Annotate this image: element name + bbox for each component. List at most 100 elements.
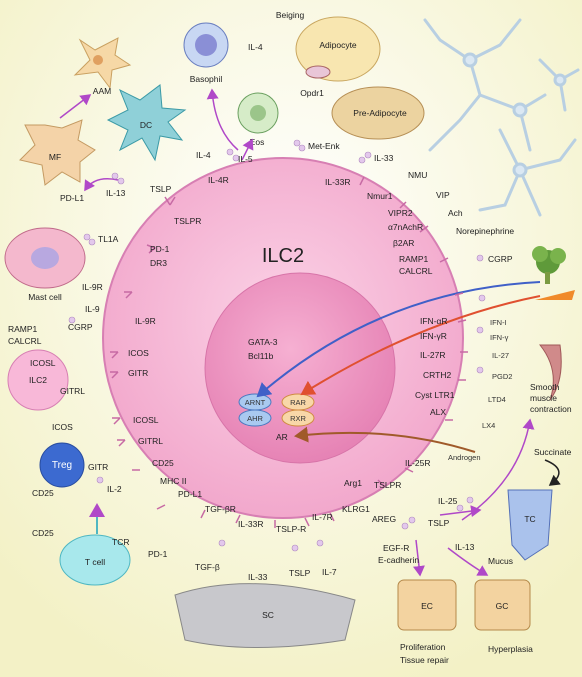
ahr-receptor bbox=[238, 409, 272, 427]
tgfbr-label: TGF-βR bbox=[205, 504, 236, 514]
cd25-tcell-label: CD25 bbox=[32, 528, 54, 538]
succinate-label: Succinate bbox=[534, 447, 572, 457]
small-ilc2-label: ILC2 bbox=[29, 375, 47, 385]
il2-label: IL-2 bbox=[107, 484, 122, 494]
vip-label: VIP bbox=[436, 190, 450, 200]
mf-to-aam-arrow bbox=[59, 94, 92, 119]
ltd4-label: LTD4 bbox=[488, 395, 506, 404]
il4r-label: IL-4R bbox=[208, 175, 229, 185]
rxr-label: RXR bbox=[290, 414, 306, 423]
treg-cell bbox=[39, 442, 85, 488]
calcrl-left-label: CALCRL bbox=[8, 336, 42, 346]
egfr-label: EGF-R bbox=[383, 543, 409, 553]
bcl11b-label: Bcl11b bbox=[248, 351, 274, 361]
tslpr-label: TSLPR bbox=[174, 216, 201, 226]
tcr-label: TCR bbox=[112, 537, 129, 547]
calcrl-label: CALCRL bbox=[399, 266, 433, 276]
cystltr1-label: Cyst LTR1 bbox=[415, 390, 455, 400]
adipocyte-nucleus bbox=[305, 65, 331, 79]
areg-to-ec-arrow bbox=[413, 539, 425, 577]
cd25-label: CD25 bbox=[152, 458, 174, 468]
il4-label: IL-4 bbox=[196, 150, 211, 160]
il4-to-basophil-arrow bbox=[206, 88, 239, 151]
sc-cell bbox=[174, 583, 356, 648]
a7nachr-label: α7nAchR bbox=[388, 222, 423, 232]
basophil-label: Basophil bbox=[190, 74, 223, 84]
gitrl-label: GITRL bbox=[138, 436, 163, 446]
small-ilc2-cell bbox=[7, 349, 69, 411]
il13-left-label: IL-13 bbox=[106, 188, 126, 198]
il27r-label: IL-27R bbox=[420, 350, 446, 360]
cd25-treg-label: CD25 bbox=[32, 488, 54, 498]
adipocyte-label: Adipocyte bbox=[319, 40, 357, 50]
areg-label: AREG bbox=[372, 514, 396, 524]
norepinephrine-label: Norepinephrine bbox=[456, 226, 514, 236]
pd1-label: PD-1 bbox=[150, 244, 170, 254]
icosl-label: ICOSL bbox=[133, 415, 159, 425]
tslp-right-label: TSLP bbox=[428, 518, 450, 528]
nmur1-label: Nmur1 bbox=[367, 191, 393, 201]
icos-treg-label: ICOS bbox=[52, 422, 73, 432]
il25-label: IL-25 bbox=[438, 496, 458, 506]
b2ar-label: β2AR bbox=[393, 238, 414, 248]
sc-label: SC bbox=[262, 610, 274, 620]
alx-label: ALX bbox=[430, 407, 446, 417]
nmu-label: NMU bbox=[408, 170, 427, 180]
adipocyte-cell bbox=[295, 16, 381, 82]
tgfb-label: TGF-β bbox=[195, 562, 220, 572]
il5-label: IL-5 bbox=[238, 154, 253, 164]
t-cell-label: T cell bbox=[85, 557, 105, 567]
arg1-label: Arg1 bbox=[344, 478, 362, 488]
ilc2-nucleus bbox=[204, 272, 396, 464]
smooth-muscle-icon bbox=[538, 344, 562, 401]
smooth-label: Smooth bbox=[530, 382, 560, 392]
mhc2-label: MHC II bbox=[160, 476, 186, 486]
ifn-i-label: IFN-I bbox=[490, 318, 507, 327]
mast-cell-label: Mast cell bbox=[28, 292, 62, 302]
dc-cell bbox=[106, 84, 187, 162]
contraction-label: contraction bbox=[530, 404, 572, 414]
il13-right-label: IL-13 bbox=[455, 542, 475, 552]
ahr-label: AHR bbox=[247, 414, 263, 423]
tc-cell bbox=[507, 489, 553, 561]
vipr2-label: VIPR2 bbox=[388, 208, 413, 218]
aam-label: AAM bbox=[93, 86, 111, 96]
lx4-label: LX4 bbox=[482, 421, 495, 430]
gitr-label: GITR bbox=[128, 368, 148, 378]
broccoli-to-ahr-arrow bbox=[256, 281, 541, 398]
pdl1-label: PD-L1 bbox=[178, 489, 202, 499]
rxr-receptor bbox=[281, 409, 315, 427]
ec-label: EC bbox=[421, 601, 433, 611]
ilc2-title: ILC2 bbox=[262, 245, 304, 267]
pd1-tcell-label: PD-1 bbox=[148, 549, 168, 559]
succinate-arrow bbox=[544, 459, 561, 486]
treg-label: Treg bbox=[52, 460, 72, 471]
tslp-to-tc-arrow bbox=[439, 505, 482, 518]
pre-adipocyte-label: Pre-Adipocyte bbox=[353, 108, 407, 118]
ifngr-label: IFN-γR bbox=[420, 331, 447, 341]
mf-label: MF bbox=[49, 152, 61, 162]
pdl1-mf-label: PD-L1 bbox=[60, 193, 84, 203]
mucus-label: Mucus bbox=[488, 556, 513, 566]
gitrl-small-label: GITRL bbox=[60, 386, 85, 396]
gata3-label: GATA-3 bbox=[248, 337, 278, 347]
aam-nucleus bbox=[93, 55, 103, 65]
tslp-left-label: TSLP bbox=[150, 184, 172, 194]
arnt-label: ARNT bbox=[245, 398, 266, 407]
dr3-label: DR3 bbox=[150, 258, 167, 268]
eos-nucleus bbox=[250, 105, 266, 121]
tc-label: TC bbox=[524, 514, 535, 524]
pre-adipocyte-cell bbox=[331, 86, 425, 140]
basophil-nucleus bbox=[195, 34, 217, 56]
hyperplasia-label: Hyperplasia bbox=[488, 644, 533, 654]
carrot-to-rar-arrow bbox=[300, 295, 541, 396]
il9r-label: IL-9R bbox=[135, 316, 156, 326]
tl1a-label: TL1A bbox=[98, 234, 119, 244]
gc-label: GC bbox=[496, 601, 509, 611]
il33r-label: IL-33R bbox=[325, 177, 351, 187]
carrot-icon bbox=[535, 290, 575, 300]
il7r-label: IL-7R bbox=[312, 512, 333, 522]
il9-label: IL-9 bbox=[85, 304, 100, 314]
il13-to-gc-arrow bbox=[447, 547, 489, 576]
